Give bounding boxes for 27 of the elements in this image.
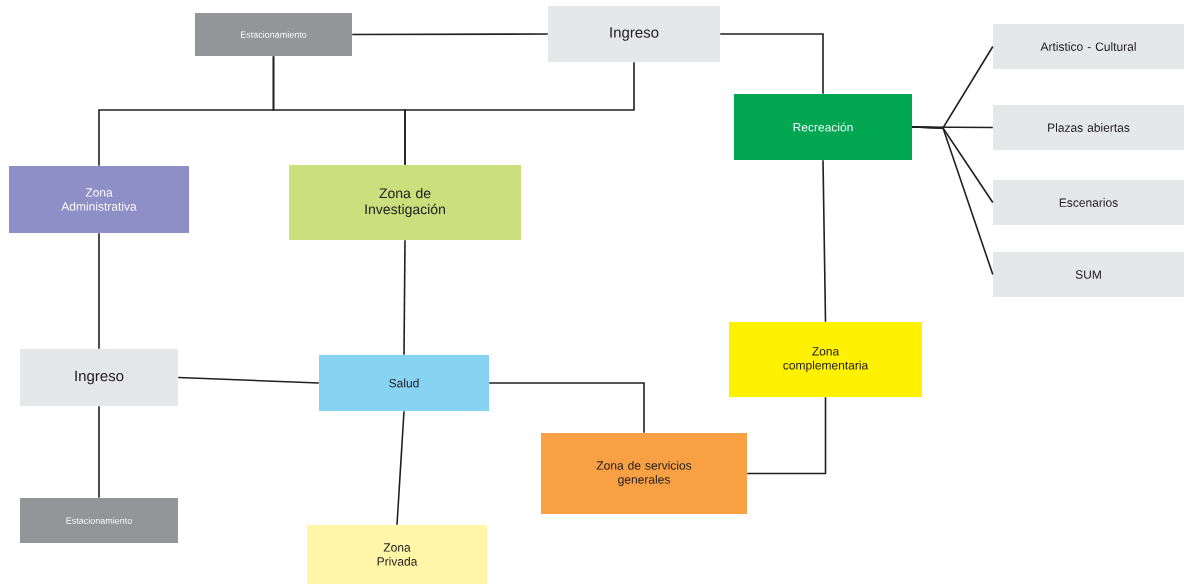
zone-box: Plazas abiertas xyxy=(993,105,1184,150)
zone-box: Recreación xyxy=(734,94,912,160)
zone-box: Zona Privada xyxy=(307,525,487,584)
zone-box: Ingreso xyxy=(20,349,178,406)
zone-box: Estacionamiento xyxy=(195,13,352,56)
connector-line xyxy=(351,33,549,36)
zone-box: SUM xyxy=(993,252,1184,297)
zone-box: Zona complementaria xyxy=(729,322,922,397)
zone-box: Escenarios xyxy=(993,180,1184,225)
zone-box: Salud xyxy=(319,355,489,411)
connector-line xyxy=(396,410,405,526)
zone-box: Artistico - Cultural xyxy=(993,24,1184,69)
connector-line xyxy=(719,33,824,95)
connector-line xyxy=(98,405,100,499)
connector-line xyxy=(488,382,645,434)
zone-box: Zona de Investigación xyxy=(289,165,521,240)
zone-box: Zona de servicios generales xyxy=(541,433,747,514)
connector-line xyxy=(746,396,827,475)
connector-line xyxy=(177,376,320,384)
connector-line xyxy=(403,239,406,356)
connector-line xyxy=(404,61,635,166)
connector-line xyxy=(822,159,827,323)
zone-box: Zona Administrativa xyxy=(9,166,189,233)
connector-line xyxy=(911,126,994,276)
zone-box: Estacionamiento xyxy=(20,498,178,543)
connector-line xyxy=(98,232,100,350)
zone-box: Ingreso xyxy=(548,6,720,62)
